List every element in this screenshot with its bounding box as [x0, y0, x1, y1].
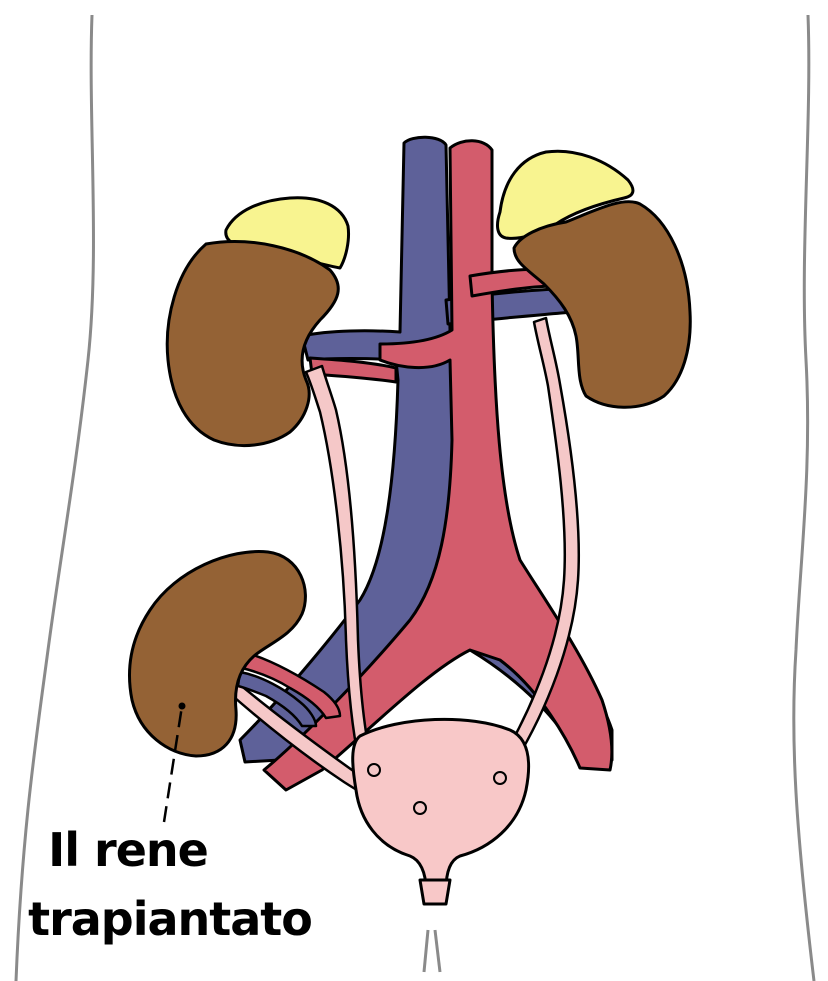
- pointer-dot: [179, 703, 186, 710]
- bladder-group: [353, 719, 529, 904]
- ureter-opening-left: [368, 764, 380, 776]
- urethra: [420, 880, 450, 904]
- label-line-1: Il rene: [0, 827, 298, 873]
- ureter-opening-transplant: [414, 802, 426, 814]
- bladder: [353, 719, 529, 890]
- leg-gap-right: [435, 930, 440, 972]
- leg-gap-left: [424, 930, 428, 972]
- ureter-opening-right: [494, 772, 506, 784]
- label-line-2: trapiantato: [0, 896, 340, 942]
- body-right-edge: [794, 15, 814, 981]
